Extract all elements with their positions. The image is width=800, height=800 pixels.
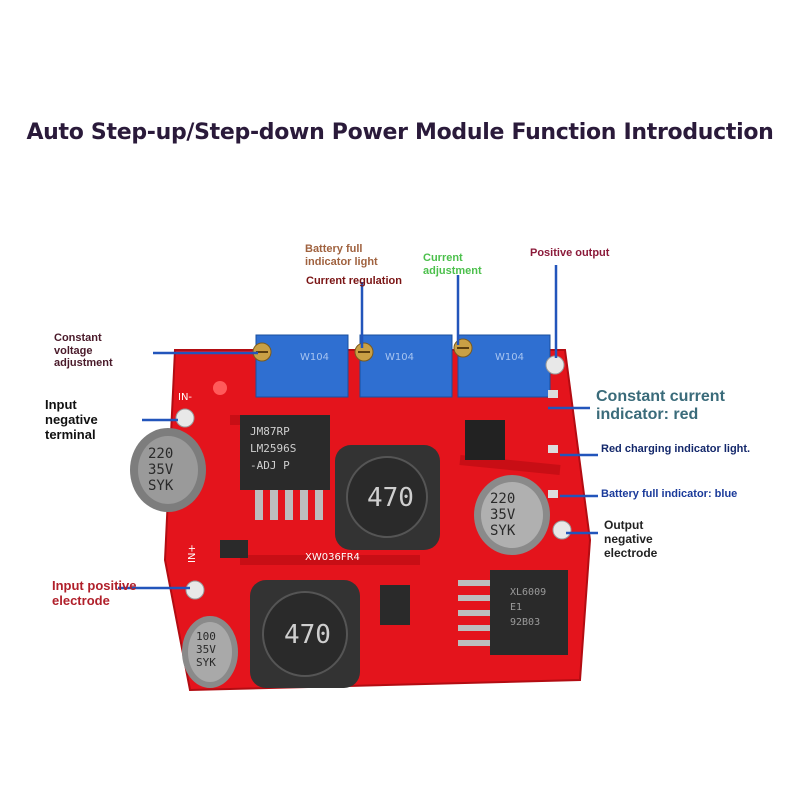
- capacitor-left: 220 35V SYK: [130, 428, 206, 512]
- svg-text:220: 220: [148, 446, 173, 462]
- diode-small: [220, 540, 248, 558]
- diode: [380, 585, 410, 625]
- silk-in-minus: IN-: [178, 392, 192, 403]
- label-red-charging: Red charging indicator light.: [601, 443, 751, 455]
- svg-text:220: 220: [490, 491, 515, 507]
- led-red: [213, 381, 227, 395]
- svg-text:470: 470: [284, 620, 331, 650]
- svg-text:92B03: 92B03: [510, 617, 540, 628]
- label-positive-output: Positive output: [530, 247, 610, 259]
- pad-in-minus: [175, 408, 195, 428]
- svg-text:-ADJ P: -ADJ P: [250, 459, 290, 472]
- led-indicator: [548, 445, 558, 453]
- svg-text:SYK: SYK: [148, 478, 174, 494]
- svg-text:35V: 35V: [196, 643, 216, 656]
- svg-text:XL6009: XL6009: [510, 587, 546, 598]
- inductor-bottom: 470: [250, 580, 360, 688]
- board-name: XW036FR4: [305, 552, 360, 563]
- potentiometer-middle: W104: [354, 334, 453, 398]
- leader-lines: [118, 265, 598, 590]
- led-indicator: [548, 490, 558, 498]
- capacitor-small: 100 35V SYK: [182, 616, 238, 688]
- silk-in-plus: IN+: [187, 544, 198, 563]
- pad-out-plus: [545, 355, 565, 375]
- svg-text:JM87RP: JM87RP: [250, 425, 290, 438]
- svg-text:470: 470: [367, 483, 414, 513]
- inductor-top: 470: [335, 445, 440, 550]
- capacitor-right: 220 35V SYK: [474, 475, 550, 555]
- ic-small: [465, 420, 505, 460]
- pot-label: W104: [495, 352, 524, 363]
- label-current-regulation: Current regulation: [306, 275, 402, 287]
- pad-out-minus: [552, 520, 572, 540]
- pad-in-plus: [185, 580, 205, 600]
- label-battery-full-blue: Battery full indicator: blue: [601, 488, 738, 500]
- pot-label: W104: [385, 352, 414, 363]
- xl6009-chip: XL6009 E1 92B03: [458, 570, 568, 655]
- svg-text:35V: 35V: [490, 507, 516, 523]
- pot-label: W104: [300, 352, 329, 363]
- potentiometer-left: W104: [252, 334, 349, 398]
- svg-text:LM2596S: LM2596S: [250, 442, 296, 455]
- svg-text:35V: 35V: [148, 462, 174, 478]
- svg-text:100: 100: [196, 630, 216, 643]
- svg-text:SYK: SYK: [196, 656, 216, 669]
- page-title: Auto Step-up/Step-down Power Module Func…: [26, 120, 774, 145]
- potentiometer-right: W104: [453, 334, 551, 398]
- svg-text:E1: E1: [510, 602, 522, 613]
- lm2596-chip: JM87RP LM2596S -ADJ P: [240, 415, 330, 520]
- led-indicator: [548, 390, 558, 398]
- svg-text:SYK: SYK: [490, 523, 516, 539]
